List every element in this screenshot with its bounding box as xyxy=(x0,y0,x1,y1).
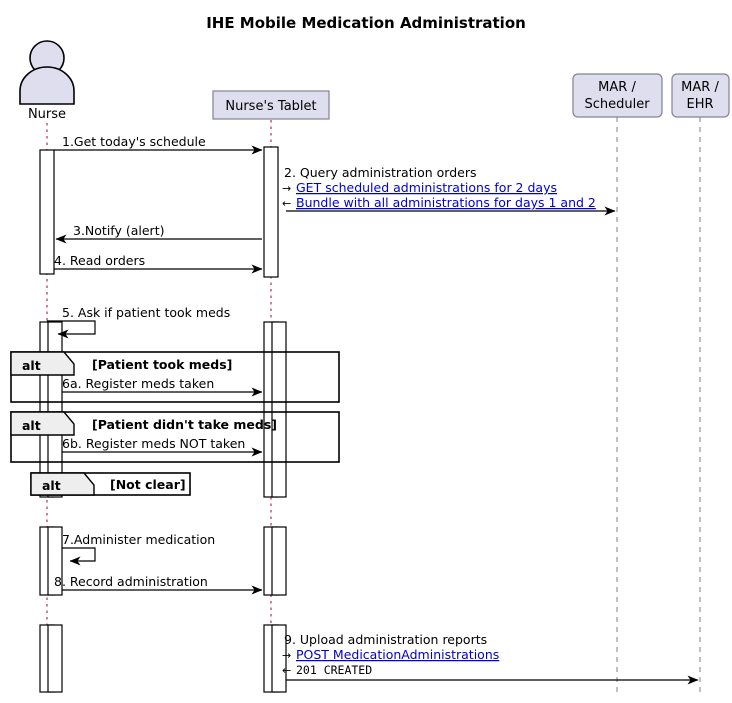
message-8-label: 8. Record administration xyxy=(54,574,208,589)
message-2[interactable]: 2. Query administration orders → GET sch… xyxy=(282,165,616,216)
activation-nurse-2b xyxy=(47,321,63,498)
message-9[interactable]: 9. Upload administration reports → POST … xyxy=(282,632,699,685)
message-9-sub-1-label: 201 CREATED xyxy=(296,663,372,677)
participant-mar-scheduler[interactable]: MAR / Scheduler xyxy=(572,73,663,118)
actor-body-icon xyxy=(19,66,75,105)
message-2-sub-1-label[interactable]: Bundle with all administrations for days… xyxy=(296,195,596,210)
fragment-alt-2-condition: [Patient didn't take meds] xyxy=(92,417,277,432)
participant-label-nurse: Nurse xyxy=(28,107,66,122)
fragment-alt-1[interactable]: alt [Patient took meds] xyxy=(10,351,340,403)
fragment-alt-3-tab xyxy=(30,472,95,496)
message-5-label: 5. Ask if patient took meds xyxy=(62,305,230,320)
participant-nurse[interactable]: Nurse xyxy=(19,40,75,122)
message-4[interactable]: 4. Read orders xyxy=(54,253,263,274)
fragment-alt-1-keyword: alt xyxy=(22,358,41,373)
fragment-alt-2-keyword: alt xyxy=(22,418,41,433)
fragment-alt-2[interactable]: alt [Patient didn't take meds] xyxy=(10,411,340,463)
message-7[interactable]: 7.Administer medication xyxy=(62,532,215,566)
message-7-label: 7.Administer medication xyxy=(62,532,215,547)
participant-label-tablet: Nurse's Tablet xyxy=(225,99,316,114)
fragment-alt-3-condition: [Not clear] xyxy=(110,477,186,492)
participant-label-mar-scheduler-line2: Scheduler xyxy=(584,97,650,112)
activation-nurse-1 xyxy=(39,149,55,275)
message-3-label: 3.Notify (alert) xyxy=(73,223,164,238)
message-9-sub-1-arrow-icon: ← xyxy=(282,664,291,677)
participant-mar-ehr[interactable]: MAR / EHR xyxy=(671,73,730,118)
fragment-alt-1-tab xyxy=(10,351,75,376)
message-6a[interactable]: 6a. Register meds taken xyxy=(62,376,263,397)
message-3[interactable]: 3.Notify (alert) xyxy=(55,223,262,244)
message-6b-label: 6b. Register meds NOT taken xyxy=(62,436,245,451)
participant-label-mar-ehr-line1: MAR / xyxy=(681,80,719,95)
fragment-alt-2-box xyxy=(10,411,340,463)
message-6a-label: 6a. Register meds taken xyxy=(62,376,214,391)
message-2-sub-0-label[interactable]: GET scheduled administrations for 2 days xyxy=(296,180,557,195)
participant-box-mar-ehr xyxy=(671,73,730,118)
fragment-alt-2-tab xyxy=(10,411,75,436)
participant-box-mar-scheduler xyxy=(572,73,663,118)
message-2-sub-1-arrow-icon: ← xyxy=(282,197,291,210)
message-4-label: 4. Read orders xyxy=(54,253,145,268)
fragment-alt-3[interactable]: alt [Not clear] xyxy=(30,472,191,496)
activation-nurse-4b xyxy=(47,624,63,693)
message-2-sub-0-arrow-icon: → xyxy=(282,182,291,195)
message-1-label: 1.Get today's schedule xyxy=(62,134,206,149)
message-9-sub-0-label[interactable]: POST MedicationAdministrations xyxy=(296,647,499,662)
fragment-alt-1-condition: [Patient took meds] xyxy=(92,357,232,372)
message-5-arrow xyxy=(47,320,96,339)
participant-tablet[interactable]: Nurse's Tablet xyxy=(212,90,330,120)
participant-box-tablet xyxy=(212,90,330,120)
message-1[interactable]: 1.Get today's schedule xyxy=(54,134,263,155)
message-7-arrow xyxy=(62,547,96,566)
message-5[interactable]: 5. Ask if patient took meds xyxy=(47,305,230,339)
message-2-label: 2. Query administration orders xyxy=(284,165,476,180)
participant-label-mar-ehr-line2: EHR xyxy=(686,97,713,112)
activation-tablet-2b xyxy=(271,321,287,498)
activation-nurse-3b xyxy=(47,526,63,596)
fragment-alt-1-box xyxy=(10,351,340,403)
activation-bars xyxy=(39,146,287,693)
participant-label-mar-scheduler-line1: MAR / xyxy=(598,80,636,95)
activation-tablet-3b xyxy=(271,526,287,596)
fragment-alt-3-keyword: alt xyxy=(42,478,61,493)
message-6b[interactable]: 6b. Register meds NOT taken xyxy=(62,436,263,457)
activation-tablet-4b xyxy=(271,624,287,693)
message-9-label: 9. Upload administration reports xyxy=(284,632,487,647)
message-9-sub-0-arrow-icon: → xyxy=(282,649,291,662)
message-8[interactable]: 8. Record administration xyxy=(54,574,263,595)
activation-tablet-1 xyxy=(263,146,279,278)
page-title: IHE Mobile Medication Administration xyxy=(206,14,526,32)
